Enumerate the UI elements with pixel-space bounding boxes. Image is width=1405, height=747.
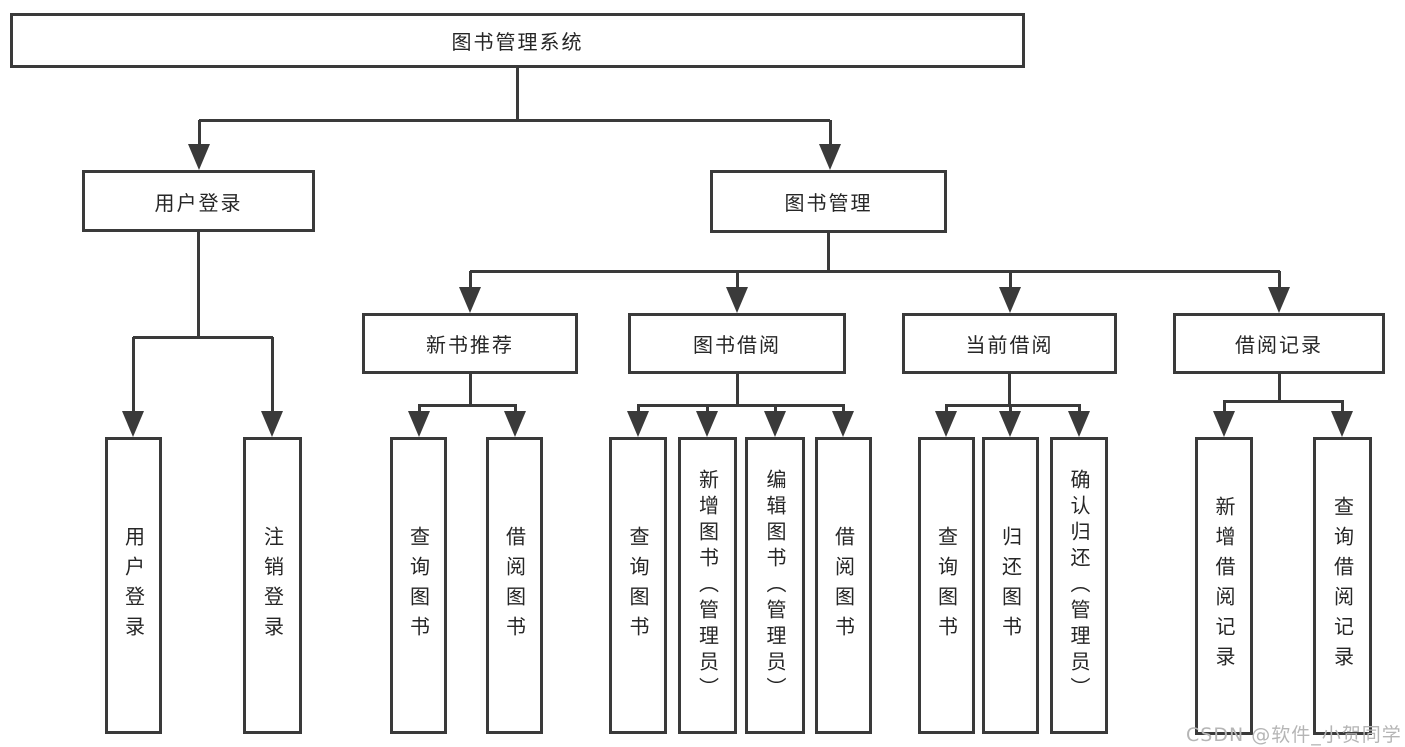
connector-line [1009,271,1012,292]
node-current-borrowing: 当前借阅 [902,313,1117,374]
leaf-nb-query-book: 查询图书 [390,437,447,734]
connector-line [946,404,1080,407]
node-label: 借阅记录 [1235,333,1323,357]
arrow-down-icon [408,411,430,437]
connector-line [736,374,739,406]
leaf-bb-query-book: 查询图书 [609,437,667,734]
node-label: 确认归还（管理员） [1067,468,1091,703]
node-label: 查询图书 [934,525,959,646]
node-label: 用户登录 [121,525,146,646]
connector-line [1341,400,1344,413]
node-label: 编辑图书（管理员） [763,468,787,703]
leaf-br-add-record: 新增借阅记录 [1195,437,1253,735]
arrow-down-icon [1331,411,1353,437]
connector-line [419,404,516,407]
connector-line [945,404,948,415]
leaf-bb-edit-book-admin: 编辑图书（管理员） [745,437,805,734]
connector-line [469,271,472,292]
leaf-nb-borrow-book: 借阅图书 [486,437,543,734]
connector-line [514,404,517,415]
connector-line [1278,374,1281,402]
connector-line [469,374,472,406]
arrow-down-icon [764,411,786,437]
arrow-down-icon [999,411,1021,437]
arrow-down-icon [819,144,841,170]
connector-line [736,271,739,292]
node-label: 图书管理 [784,191,873,215]
connector-line [1278,271,1281,292]
leaf-br-query-record: 查询借阅记录 [1313,437,1372,735]
node-label: 图书借阅 [693,333,781,357]
node-label: 查询借阅记录 [1330,496,1355,676]
connector-line [197,232,200,339]
leaf-cb-return-book: 归还图书 [982,437,1039,734]
arrow-down-icon [1268,287,1290,313]
arrow-down-icon [188,144,210,170]
connector-line [774,404,777,415]
connector-line [133,336,273,339]
node-label: 查询图书 [626,525,650,646]
connector-line [199,119,830,122]
connector-line [132,337,135,415]
node-book-management: 图书管理 [710,170,947,233]
arrow-down-icon [1068,411,1090,437]
connector-line [198,120,201,148]
node-label: 借阅图书 [831,525,856,646]
leaf-logout: 注销登录 [243,437,302,734]
node-label: 归还图书 [998,525,1023,646]
connector-line [271,337,274,415]
node-label: 借阅图书 [502,525,527,646]
arrow-down-icon [935,411,957,437]
node-label: 查询图书 [406,525,431,646]
arrow-down-icon [832,411,854,437]
connector-line [1009,404,1012,415]
leaf-cb-query-book: 查询图书 [918,437,975,734]
node-book-borrowing: 图书借阅 [628,313,846,374]
node-label: 用户登录 [154,190,243,215]
connector-line [1223,400,1226,413]
connector-line [637,404,640,415]
node-label: 新书推荐 [426,333,514,357]
leaf-user-login: 用户登录 [105,437,162,734]
connector-line [516,68,519,121]
connector-line [1008,374,1011,406]
node-label: 注销登录 [260,525,285,646]
arrow-down-icon [504,411,526,437]
arrow-down-icon [1213,411,1235,437]
node-new-book-recommend: 新书推荐 [362,313,578,374]
arrow-down-icon [696,411,718,437]
connector-line [470,270,1280,273]
connector-line [638,404,844,407]
csdn-watermark: CSDN @软件_小贺同学 [1186,724,1402,746]
connector-line [829,120,832,148]
node-label: 当前借阅 [965,333,1054,357]
node-library-management-system: 图书管理系统 [10,13,1025,68]
arrow-down-icon [459,287,481,313]
node-label: 图书管理系统 [451,30,584,54]
arrow-down-icon [999,287,1021,313]
node-borrowing-records: 借阅记录 [1173,313,1385,374]
arrow-down-icon [122,411,144,437]
connector-line [418,404,421,415]
node-label: 新增图书（管理员） [695,468,720,703]
leaf-bb-add-book-admin: 新增图书（管理员） [678,437,737,734]
connector-line [827,233,830,272]
connector-line [706,404,709,415]
connector-line [1224,400,1343,403]
connector-line [842,404,845,415]
leaf-cb-confirm-return-admin: 确认归还（管理员） [1050,437,1108,734]
connector-line [1078,404,1081,415]
arrow-down-icon [627,411,649,437]
node-label: 新增借阅记录 [1212,496,1236,676]
leaf-bb-borrow-book: 借阅图书 [815,437,872,734]
node-user-login: 用户登录 [82,170,315,232]
arrow-down-icon [261,411,283,437]
arrow-down-icon [726,287,748,313]
